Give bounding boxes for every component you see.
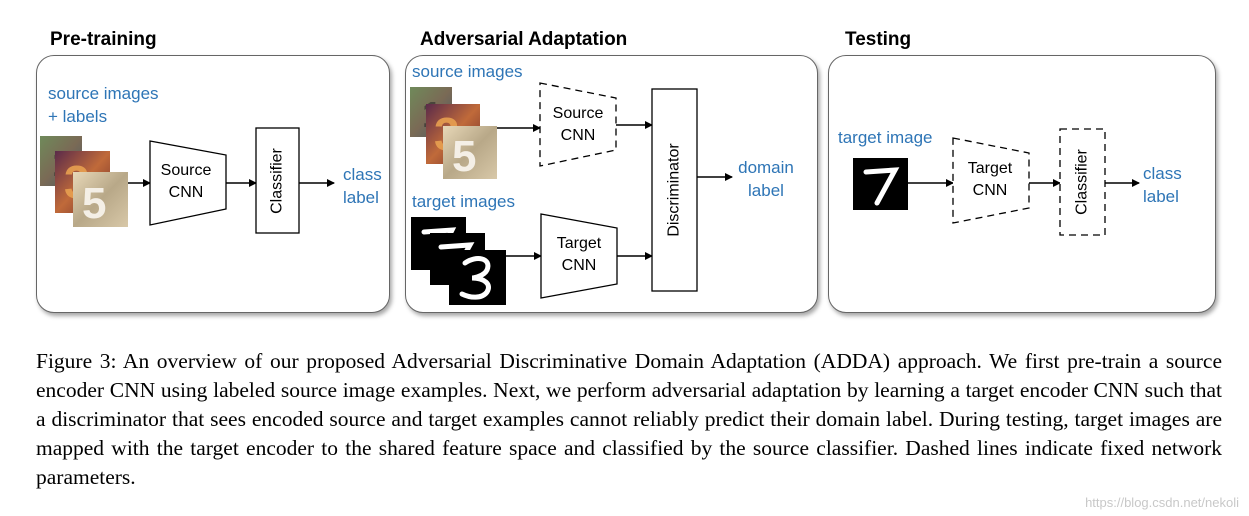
- testing-target-image: [853, 158, 908, 210]
- testing-title: Testing: [845, 29, 912, 50]
- testing-classifier: [1059, 128, 1106, 236]
- adaptation-source-encoder: [539, 82, 617, 167]
- testing-output-label: class label: [1143, 164, 1182, 206]
- adaptation-target-images: [411, 217, 506, 305]
- pretraining-input-label: source images + labels: [48, 84, 159, 126]
- testing-target-encoder: [952, 137, 1030, 224]
- adaptation-title: Adversarial Adaptation: [420, 29, 628, 50]
- svg-text:5: 5: [82, 179, 106, 228]
- pretraining-title: Pre-training: [50, 29, 157, 50]
- adaptation-target-label: target images: [412, 192, 515, 211]
- pretraining-classifier-label: Classifier: [268, 148, 286, 214]
- watermark: https://blog.csdn.net/nekoli: [1085, 495, 1239, 510]
- testing-classifier-label: Classifier: [1073, 149, 1091, 215]
- pretraining-output-label: class label: [343, 165, 382, 207]
- adaptation-source-label: source images: [412, 62, 523, 81]
- discriminator-label: Discriminator: [665, 143, 683, 237]
- adaptation-target-encoder-label: Target CNN: [556, 235, 602, 274]
- adaptation-output-label: domain label: [738, 158, 794, 200]
- adaptation-source-images: 1 3 5: [410, 87, 497, 181]
- pretraining-source-encoder: [149, 140, 227, 226]
- adaptation-target-encoder: [540, 213, 618, 299]
- svg-text:5: 5: [452, 132, 476, 181]
- discriminator-box: [651, 88, 698, 292]
- testing-encoder-label: Target CNN: [967, 160, 1013, 199]
- figure-caption: Figure 3: An overview of our proposed Ad…: [36, 349, 1222, 489]
- pretraining-source-images: 1 3 5: [40, 136, 128, 228]
- testing-input-label: target image: [838, 128, 933, 147]
- pretraining-classifier: [255, 127, 300, 234]
- pretraining-encoder-label: Source CNN: [160, 162, 212, 201]
- adaptation-source-encoder-label: Source CNN: [552, 105, 604, 144]
